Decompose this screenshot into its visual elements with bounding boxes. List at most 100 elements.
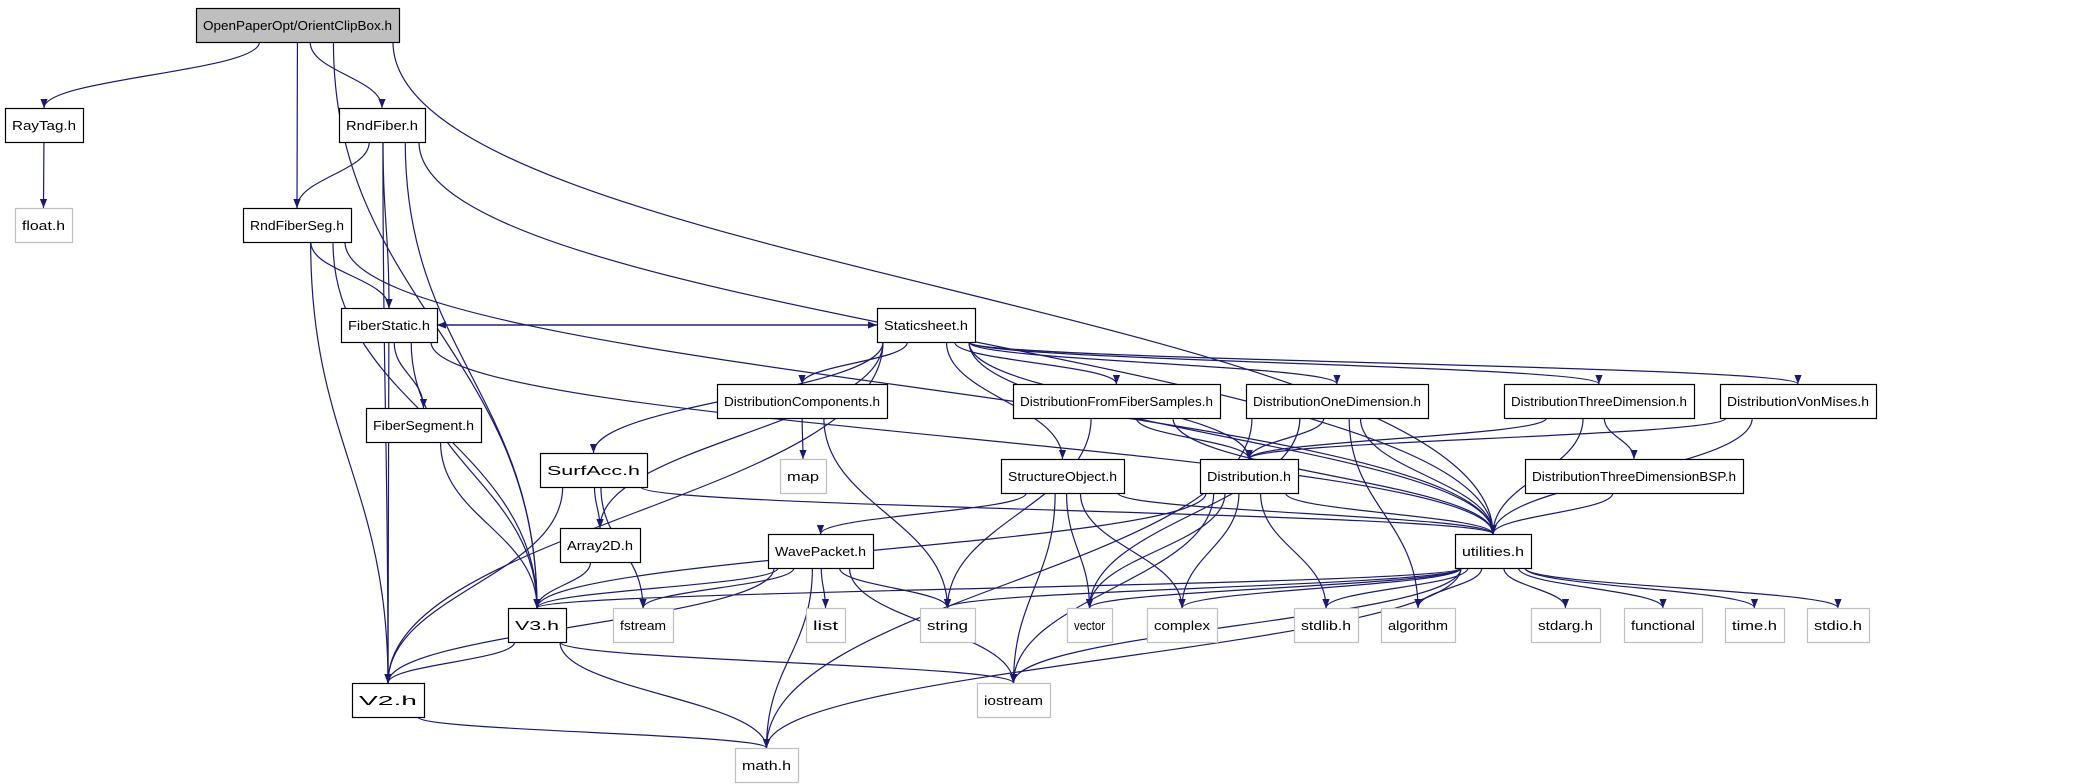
node-label: string bbox=[927, 618, 968, 633]
node-label: SurfAcc.h bbox=[547, 463, 640, 478]
edge-staticsheet-to-distfromfiber bbox=[953, 341, 1121, 385]
node-label: V3.h bbox=[515, 618, 559, 633]
node-label: RndFiber.h bbox=[346, 118, 418, 133]
node-label: FiberStatic.h bbox=[348, 318, 430, 333]
edge-root-to-utilities bbox=[392, 41, 1497, 535]
node-distone[interactable]: DistributionOneDimension.h bbox=[1245, 383, 1430, 420]
edge-distone-to-vector bbox=[1085, 417, 1301, 609]
node-staticsheet[interactable]: Staticsheet.h bbox=[876, 307, 977, 344]
node-label: DistributionOneDimension.h bbox=[1253, 394, 1421, 409]
edge-utilities-to-functional bbox=[1517, 567, 1667, 609]
edge-dist-to-utilities bbox=[1285, 492, 1497, 535]
edge-rndfiberseg-to-v2 bbox=[310, 241, 392, 684]
edge-distthree-to-distbsp bbox=[1603, 417, 1638, 460]
node-surfacc[interactable]: SurfAcc.h bbox=[539, 452, 649, 489]
node-box bbox=[1245, 383, 1430, 420]
edge-wavepacket-to-string bbox=[838, 567, 952, 609]
node-box bbox=[14, 207, 74, 244]
edge-fiberstatic-to-v3 bbox=[410, 341, 541, 609]
node-box bbox=[4, 107, 85, 144]
edge-utilities-to-string bbox=[944, 567, 1462, 609]
edge-fiberstatic-to-v2 bbox=[384, 341, 392, 684]
node-rndfiberseg[interactable]: RndFiberSeg.h bbox=[242, 207, 353, 244]
edge-dist-to-vector bbox=[1085, 492, 1226, 609]
node-box bbox=[1724, 607, 1786, 644]
node-label: Array2D.h bbox=[567, 538, 633, 553]
node-label: math.h bbox=[742, 758, 791, 773]
edge-distcomp-to-string bbox=[823, 417, 952, 609]
node-label: StructureObject.h bbox=[1008, 469, 1117, 484]
node-raytag[interactable]: RayTag.h bbox=[4, 107, 85, 144]
node-fiberstatic[interactable]: FiberStatic.h bbox=[340, 307, 439, 344]
node-distbsp[interactable]: DistributionThreeDimensionBSP.h bbox=[1524, 458, 1745, 495]
node-distthree[interactable]: DistributionThreeDimension.h bbox=[1503, 383, 1696, 420]
node-box bbox=[1146, 607, 1219, 644]
node-array2d[interactable]: Array2D.h bbox=[559, 527, 642, 564]
edge-distfromfiber-to-utilities bbox=[1172, 417, 1497, 535]
node-fibersegment[interactable]: FiberSegment.h bbox=[365, 407, 483, 444]
node-wavepacket[interactable]: WavePacket.h bbox=[767, 533, 875, 570]
node-complex: complex bbox=[1146, 607, 1219, 644]
node-label: DistributionVonMises.h bbox=[1727, 394, 1869, 409]
edge-staticsheet-to-distvon bbox=[968, 341, 1802, 385]
edge-utilities-to-time bbox=[1524, 567, 1758, 609]
edge-rndfiberseg-to-utilities bbox=[344, 241, 1497, 535]
node-box bbox=[365, 407, 483, 444]
node-stdio: stdio.h bbox=[1806, 607, 1871, 644]
node-label: complex bbox=[1154, 618, 1211, 633]
edge-utilities-to-v3 bbox=[533, 567, 1462, 609]
node-label: utilities.h bbox=[1462, 544, 1524, 559]
edge-root-to-raytag bbox=[40, 41, 261, 109]
node-dist[interactable]: Distribution.h bbox=[1199, 458, 1300, 495]
node-label: DistributionComponents.h bbox=[724, 394, 880, 409]
edge-wavepacket-to-v3 bbox=[533, 567, 779, 609]
node-box bbox=[1199, 458, 1300, 495]
node-root[interactable]: OpenPaperOpt/OrientClipBox.h bbox=[195, 7, 401, 44]
node-box bbox=[612, 607, 675, 644]
node-iostream: iostream bbox=[976, 682, 1052, 719]
node-label: Distribution.h bbox=[1207, 469, 1291, 484]
edge-staticsheet-to-utilities bbox=[968, 341, 1497, 535]
edge-structobj-to-vector bbox=[1065, 492, 1094, 609]
node-utilities[interactable]: utilities.h bbox=[1454, 533, 1533, 570]
node-box bbox=[507, 607, 568, 644]
edge-structobj-to-wavepacket bbox=[817, 492, 1027, 535]
node-label: FiberSegment.h bbox=[373, 418, 474, 433]
node-list: list bbox=[805, 607, 847, 644]
node-v3[interactable]: V3.h bbox=[507, 607, 568, 644]
node-box bbox=[338, 107, 427, 144]
node-box bbox=[1503, 383, 1696, 420]
edge-utilities-to-complex bbox=[1178, 567, 1462, 609]
node-structobj[interactable]: StructureObject.h bbox=[1000, 458, 1126, 495]
node-v2[interactable]: V2.h bbox=[351, 682, 426, 719]
node-box bbox=[1066, 607, 1114, 644]
edge-v3-to-math bbox=[559, 641, 771, 749]
node-label: WavePacket.h bbox=[775, 544, 866, 559]
node-box bbox=[195, 7, 401, 44]
node-label: functional bbox=[1631, 618, 1695, 633]
edge-staticsheet-to-array2d bbox=[596, 341, 884, 529]
edge-utilities-to-stdlib bbox=[1322, 567, 1469, 609]
node-box bbox=[1623, 607, 1704, 644]
node-algorithm: algorithm bbox=[1380, 607, 1457, 644]
node-box bbox=[1454, 533, 1533, 570]
node-box bbox=[976, 682, 1052, 719]
node-box bbox=[1012, 383, 1222, 420]
edge-structobj-to-iostream bbox=[1009, 492, 1056, 684]
node-label: stdarg.h bbox=[1538, 618, 1593, 633]
node-distvon[interactable]: DistributionVonMises.h bbox=[1719, 383, 1878, 420]
node-label: time.h bbox=[1732, 618, 1777, 633]
edge-staticsheet-to-structobj bbox=[945, 341, 1067, 460]
edge-structobj-to-complex bbox=[1079, 492, 1186, 609]
edge-dist-to-stdlib bbox=[1259, 492, 1330, 609]
node-label: DistributionThreeDimensionBSP.h bbox=[1532, 469, 1736, 484]
node-distcomp[interactable]: DistributionComponents.h bbox=[716, 383, 889, 420]
node-label: DistributionThreeDimension.h bbox=[1511, 394, 1687, 409]
node-label: RayTag.h bbox=[12, 118, 76, 133]
edge-wavepacket-to-math bbox=[762, 567, 813, 749]
node-rndfiber[interactable]: RndFiber.h bbox=[338, 107, 427, 144]
edge-fibersegment-to-v3 bbox=[439, 441, 541, 609]
node-box bbox=[1806, 607, 1871, 644]
node-distfromfiber[interactable]: DistributionFromFiberSamples.h bbox=[1012, 383, 1222, 420]
